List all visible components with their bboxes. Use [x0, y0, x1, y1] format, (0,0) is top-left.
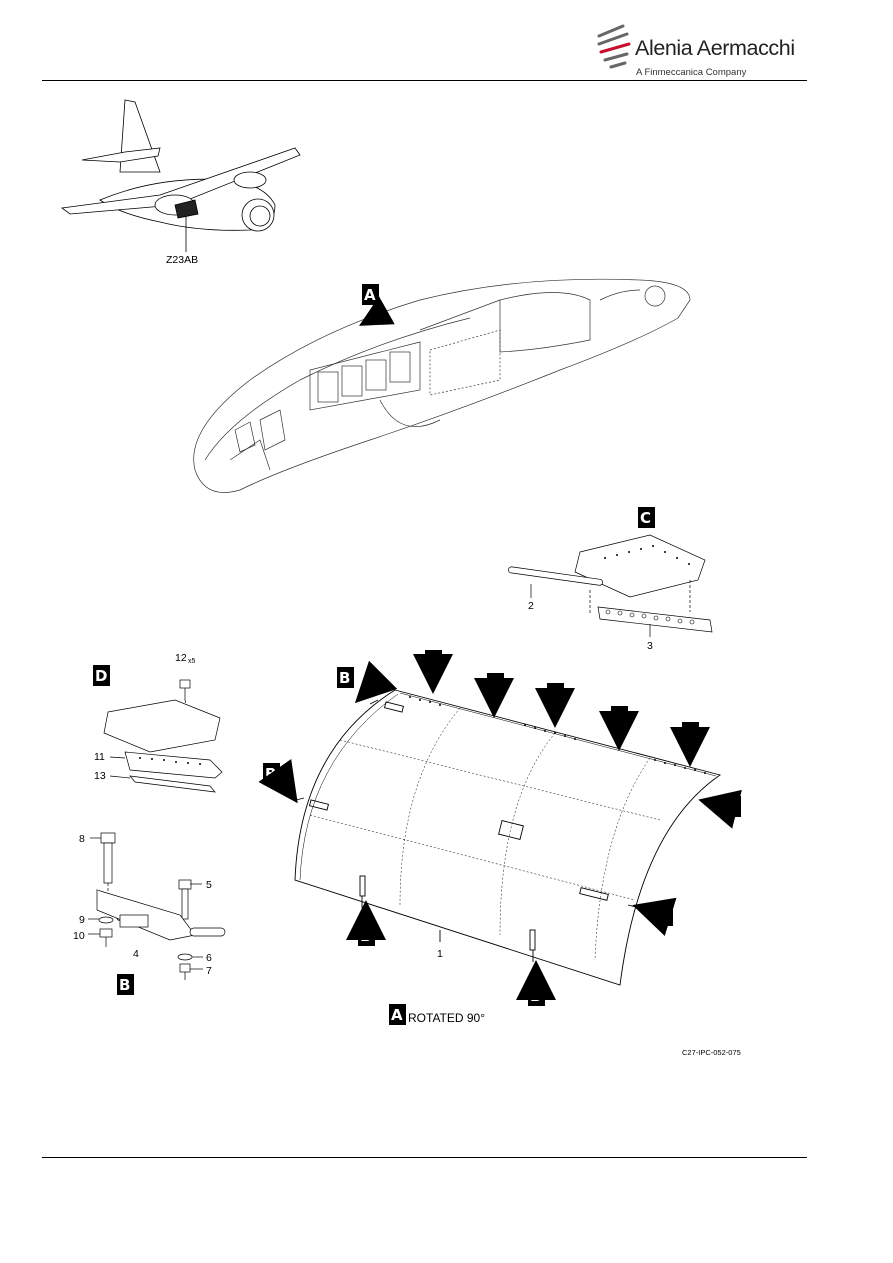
detail-d: D [93, 665, 110, 686]
item-number-5: 5 [206, 879, 212, 891]
svg-text:B: B [265, 765, 276, 783]
svg-text:C: C [684, 724, 695, 742]
callout-b-6: B [528, 985, 545, 1006]
company-logo: Alenia Aermacchi A Finmeccanica Company [597, 22, 797, 80]
svg-text:C: C [427, 652, 438, 670]
detail-b: B [117, 974, 134, 995]
item-number-6: 6 [206, 952, 212, 964]
callout-d-2: D [611, 706, 628, 727]
callout-b-3: B [724, 796, 741, 817]
svg-text:B: B [658, 907, 669, 925]
view-a-note: A ROTATED 90° [389, 1004, 485, 1025]
item-number-11: 11 [94, 751, 105, 763]
item-number-8: 8 [79, 833, 85, 845]
zone-label: Z23AB [166, 254, 198, 266]
zone-highlight [174, 199, 199, 219]
svg-text:B: B [119, 976, 130, 994]
item-number-10: 10 [73, 930, 85, 942]
callout-b-4: B [656, 905, 673, 926]
logo-swoosh-icon [597, 24, 631, 69]
arrow-icon [258, 758, 298, 804]
callout-b-5: B [358, 925, 375, 946]
item-number-3: 3 [647, 640, 653, 652]
item-number-12: 12 [175, 652, 187, 664]
svg-text:A: A [391, 1006, 403, 1024]
callout-b-1: B [337, 667, 354, 688]
header-rule [42, 80, 807, 81]
callout-c-2: C [547, 683, 564, 704]
svg-text:D: D [489, 675, 501, 693]
item-number-2: 2 [528, 600, 534, 612]
arrow-icon [354, 660, 398, 704]
item-number-1: 1 [437, 948, 443, 960]
svg-text:C: C [640, 509, 651, 527]
detail-c-parts [508, 534, 713, 637]
svg-text:B: B [530, 987, 541, 1005]
svg-text:C: C [549, 685, 560, 703]
view-callout-a-top: A [362, 284, 379, 305]
svg-text:ROTATED 90°: ROTATED 90° [408, 1011, 485, 1025]
panel-arrows [258, 654, 742, 1000]
svg-text:B: B [726, 798, 737, 816]
item-number-7: 7 [206, 965, 212, 977]
item-number-4: 4 [133, 948, 139, 960]
footer-rule [42, 1157, 807, 1158]
item-number-13: 13 [94, 770, 106, 782]
brand-name: Alenia Aermacchi [635, 36, 795, 60]
arrow-icon [698, 789, 742, 829]
detail-b-parts [88, 832, 226, 980]
arrow-icon [632, 897, 677, 936]
svg-text:D: D [95, 667, 107, 685]
callout-b-2: B [263, 763, 280, 784]
svg-text:D: D [613, 708, 625, 726]
detail-d-parts [103, 679, 223, 793]
drawing-code: C27-IPC-052-075 [682, 1048, 741, 1057]
callout-d-1: D [487, 673, 504, 694]
callout-c-3: C [682, 722, 699, 743]
arrow-icon [359, 296, 395, 326]
svg-text:B: B [339, 669, 350, 687]
brand-subtitle: A Finmeccanica Company [636, 67, 747, 78]
detail-c: C [638, 507, 655, 528]
overhead-panel [294, 689, 722, 986]
item-12-quantity: x5 [188, 658, 196, 665]
cockpit-cutaway [193, 278, 691, 493]
aircraft-overview [60, 99, 301, 252]
svg-text:A: A [364, 286, 376, 304]
callout-c-1: C [425, 650, 442, 671]
svg-text:B: B [360, 927, 371, 945]
item-number-9: 9 [79, 914, 85, 926]
